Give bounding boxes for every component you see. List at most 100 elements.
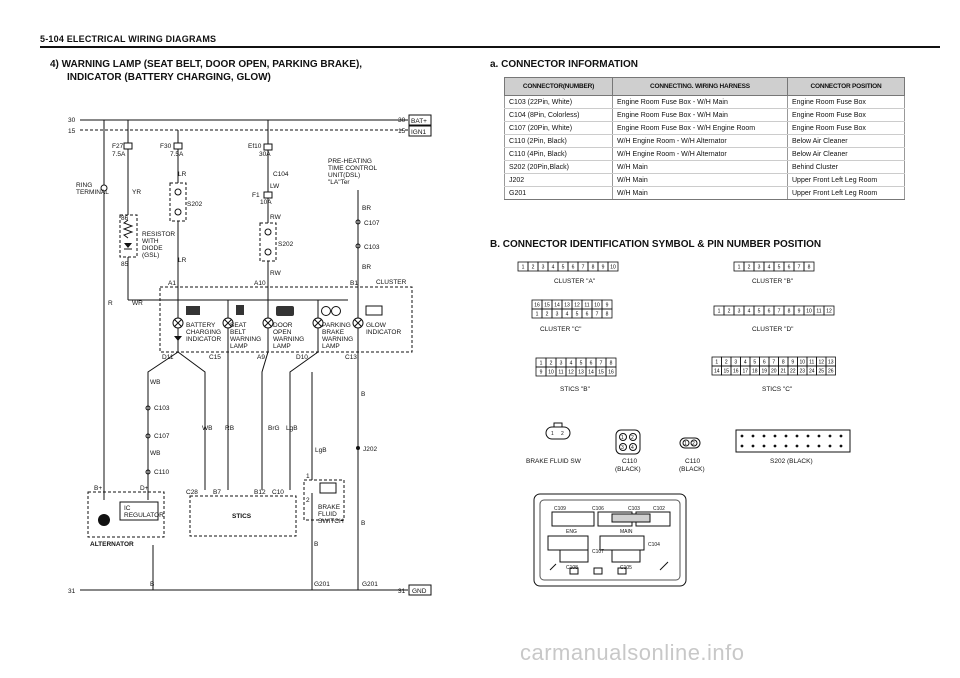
wire-label-lgb2: LgB bbox=[315, 447, 327, 454]
fusebox-c102: C102 bbox=[653, 506, 665, 512]
connector-id-title: B. CONNECTOR IDENTIFICATION SYMBOL & PIN… bbox=[490, 239, 822, 250]
wire-label-wb1: WB bbox=[150, 379, 160, 386]
wire-label-wr: WR bbox=[132, 300, 143, 307]
wire-label-rw: RW bbox=[270, 214, 282, 221]
table-row: C103 (22Pin, White)Engine Room Fuse Box … bbox=[504, 95, 905, 109]
cluster-c-pin-number: 14 bbox=[554, 303, 560, 309]
wire-label-lgb: LgB bbox=[286, 425, 298, 432]
stics-b-pin-number: 16 bbox=[608, 370, 614, 376]
fusebox-c109: C109 bbox=[554, 506, 566, 512]
stics-c-pin-number: 3 bbox=[734, 360, 737, 366]
pin-d-plus: D+ bbox=[140, 485, 149, 492]
brake-fluid-switch bbox=[303, 479, 345, 530]
cluster-b-pin-number: 3 bbox=[758, 265, 761, 271]
fuse-f30-label: F30 bbox=[160, 143, 172, 150]
stics-c-pin-number: 17 bbox=[742, 369, 748, 375]
stics-b-pin-number: 15 bbox=[598, 370, 604, 376]
rail-30-label-left: 30 bbox=[68, 117, 76, 124]
wire-label-wb2: WB bbox=[150, 450, 160, 457]
stics-c-pin-number: 25 bbox=[818, 369, 824, 375]
wire-label-r: R bbox=[108, 300, 113, 307]
splice-s202-b: S202 bbox=[278, 241, 294, 248]
gnd-tag: GND bbox=[412, 588, 427, 595]
cluster-b-pin-number: 1 bbox=[738, 265, 741, 271]
cluster-label: CLUSTER bbox=[376, 279, 407, 286]
connector-c107-a: C107 bbox=[364, 220, 380, 227]
s202-pin bbox=[806, 444, 810, 448]
stics-c-pin-number: 23 bbox=[799, 369, 805, 375]
svg-text:1: 1 bbox=[551, 431, 554, 437]
cluster-a-pin-number: 3 bbox=[542, 265, 545, 271]
alternator-block bbox=[87, 491, 165, 538]
wire-label-rw2: RW bbox=[270, 270, 282, 277]
s202-pin bbox=[773, 434, 777, 438]
cluster-c-pin-number: 15 bbox=[544, 303, 550, 309]
table-cell: Below Air Cleaner bbox=[787, 147, 905, 161]
stics-c-pin-cell bbox=[825, 365, 836, 376]
cluster-a-pin-number: 2 bbox=[532, 265, 535, 271]
cluster-b-pin-cell bbox=[803, 261, 815, 272]
c110-2pin-color: (BLACK) bbox=[679, 466, 705, 473]
pin-86: 86 bbox=[121, 215, 129, 222]
fuse-f27-amp: 7.5A bbox=[112, 151, 126, 158]
stics-b-pin-number: 5 bbox=[580, 361, 583, 367]
stics-b-pin-number: 3 bbox=[560, 361, 563, 367]
svg-text:2: 2 bbox=[631, 435, 634, 441]
cluster-d-pin-number: 1 bbox=[718, 309, 721, 315]
cluster-c-label: CLUSTER "C" bbox=[540, 326, 582, 333]
wire-label-rb: RB bbox=[225, 425, 234, 432]
page-header: 5-104 ELECTRICAL WIRING DIAGRAMS bbox=[40, 34, 217, 44]
resistor-diode bbox=[119, 214, 178, 301]
rail-15-label-left: 15 bbox=[68, 128, 76, 135]
cluster-c-pin-number: 2 bbox=[546, 312, 549, 318]
engine-room-fuse-box bbox=[533, 493, 687, 587]
c110-4pin-color: (BLACK) bbox=[615, 466, 641, 473]
fusebox-main: MAIN bbox=[620, 529, 633, 535]
table-cell: Below Air Cleaner bbox=[787, 134, 905, 148]
table-row: C107 (20Pin, White)Engine Room Fuse Box … bbox=[504, 121, 905, 135]
table-cell: Engine Room Fuse Box bbox=[787, 108, 905, 122]
wire-label-brg: BrG bbox=[268, 425, 280, 432]
rail-31-label-right: 31 bbox=[398, 588, 406, 595]
stics-c-pin-number: 13 bbox=[828, 360, 834, 366]
cluster-c-pin-number: 8 bbox=[606, 312, 609, 318]
table-header-row: CONNECTOR(NUMBER) CONNECTING. WIRING HAR… bbox=[504, 77, 905, 96]
pin-b-plus: B+ bbox=[94, 485, 102, 492]
cluster-c-pin-number: 9 bbox=[606, 303, 609, 309]
cluster-a-pin-number: 1 bbox=[522, 265, 525, 271]
s202-pin bbox=[817, 434, 821, 438]
cluster-d-pin-number: 10 bbox=[806, 309, 812, 315]
stics-b-pin-number: 9 bbox=[540, 370, 543, 376]
table-cell: Engine Room Fuse Box bbox=[787, 121, 905, 135]
cluster-a-pin-number: 9 bbox=[602, 265, 605, 271]
connector-c103-a: C103 bbox=[364, 244, 380, 251]
cluster-c-pin-number: 11 bbox=[584, 303, 589, 309]
stics-c-pin-number: 12 bbox=[818, 360, 824, 366]
s202-pin bbox=[839, 434, 843, 438]
cluster-c-pin-number: 16 bbox=[534, 303, 540, 309]
fusebox-c105: C105 bbox=[620, 565, 632, 571]
connector-j202: J202 bbox=[363, 446, 377, 453]
s202-label: S202 (BLACK) bbox=[770, 458, 813, 465]
brake-pin-1: 1 bbox=[306, 473, 310, 480]
alternator-label: ALTERNATOR bbox=[90, 541, 134, 548]
wire-label-b2: B bbox=[361, 520, 365, 527]
cluster-c-pin-number: 12 bbox=[574, 303, 580, 309]
cluster-d-pin-number: 9 bbox=[798, 309, 801, 315]
pin-d10: D10 bbox=[296, 354, 308, 361]
pin-b7: B7 bbox=[213, 489, 221, 496]
wire-label-br1: BR bbox=[362, 205, 371, 212]
column-header: CONNECTOR POSITION bbox=[787, 77, 905, 96]
brake-fluid-connector bbox=[545, 422, 571, 440]
wire-label-lr2: LR bbox=[178, 257, 187, 264]
svg-text:2: 2 bbox=[692, 441, 695, 447]
cluster-b-pin-number: 4 bbox=[768, 265, 771, 271]
section-title-line2: INDICATOR (BATTERY CHARGING, GLOW) bbox=[67, 72, 271, 83]
section-title-line1: 4) WARNING LAMP (SEAT BELT, DOOR OPEN, P… bbox=[50, 59, 363, 70]
cluster-d-pin-number: 7 bbox=[778, 309, 781, 315]
s202-pin bbox=[773, 444, 777, 448]
